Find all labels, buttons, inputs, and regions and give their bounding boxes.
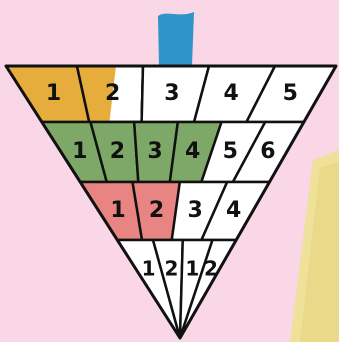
pencil-icon (158, 12, 194, 66)
cell-number-label: 5 (283, 81, 298, 106)
row-fifths: 1 2 3 4 5 (6, 66, 336, 122)
cell-number-label: 1 (110, 198, 125, 223)
cell-number-label: 5 (223, 139, 238, 164)
cell-number-label: 3 (187, 198, 202, 223)
cell-number-label: 1 (142, 257, 156, 281)
cell-number-label: 2 (110, 139, 125, 164)
cell-number-label: 4 (226, 198, 241, 223)
cell-number-label: 2 (165, 257, 179, 281)
cell-number-label: 1 (185, 257, 199, 281)
cell-number-label: 1 (72, 139, 87, 164)
cell-number-label: 3 (147, 139, 162, 164)
cell-number-label: 1 (46, 81, 61, 106)
cell-number-label: 4 (223, 81, 238, 106)
cell-number-label: 3 (164, 81, 179, 106)
cell-number-label: 4 (185, 139, 200, 164)
cell-number-label: 2 (149, 198, 164, 223)
cell-number-label: 6 (260, 139, 275, 164)
cell-number-label: 2 (105, 81, 120, 106)
